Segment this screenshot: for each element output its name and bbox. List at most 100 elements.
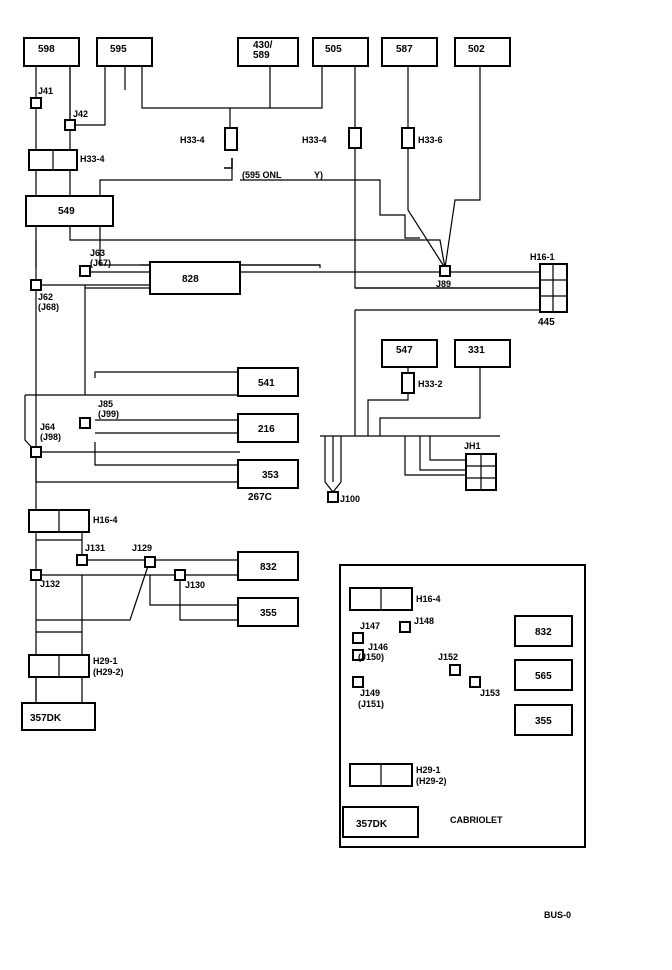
label-j85: J85 bbox=[98, 399, 113, 409]
note-595-only-end: Y) bbox=[314, 170, 323, 180]
j89-dot bbox=[439, 265, 451, 277]
label-541: 541 bbox=[258, 378, 275, 389]
notes: (595 ONL Y) CABRIOLET BUS-0 bbox=[242, 170, 571, 920]
label-505: 505 bbox=[325, 44, 342, 55]
label-267c: 267C bbox=[248, 492, 272, 503]
label-j100: J100 bbox=[340, 494, 360, 504]
label-357dk: 357DK bbox=[30, 713, 62, 724]
connector-labels: H33-4 H33-4 H33-4 H33-6 H16-1 H33-2 H16-… bbox=[80, 135, 555, 786]
label-547: 547 bbox=[396, 345, 413, 356]
label-j68: (J68) bbox=[38, 302, 59, 312]
note-595-only: (595 ONL bbox=[242, 170, 282, 180]
module-502-box bbox=[454, 37, 511, 67]
module-541-box bbox=[237, 367, 299, 397]
j42-dot bbox=[64, 119, 76, 131]
label-j152: J152 bbox=[438, 652, 458, 662]
label-cab-565: 565 bbox=[535, 671, 552, 682]
label-h16-4: H16-4 bbox=[93, 515, 118, 525]
label-j98: (J98) bbox=[40, 432, 61, 442]
label-h33-4-left: H33-4 bbox=[80, 154, 105, 164]
j100-dot bbox=[327, 491, 339, 503]
label-jh1: JH1 bbox=[464, 441, 481, 451]
cabriolet-frame bbox=[339, 564, 586, 848]
cab-832-box bbox=[514, 615, 573, 647]
label-598: 598 bbox=[38, 44, 55, 55]
module-505-box bbox=[312, 37, 369, 67]
label-h33-6: H33-6 bbox=[418, 135, 443, 145]
label-cab-h29-2: (H29-2) bbox=[416, 776, 447, 786]
junction-labels: J41 J42 J63 (J67) J62 (J68) J89 J85 (J99… bbox=[38, 86, 500, 709]
j148-dot bbox=[352, 649, 364, 661]
label-589: 589 bbox=[253, 50, 270, 61]
label-502: 502 bbox=[468, 44, 485, 55]
junction-dots bbox=[30, 97, 481, 688]
label-j130: J130 bbox=[185, 580, 205, 590]
label-355: 355 bbox=[260, 608, 277, 619]
label-h33-4-right: H33-4 bbox=[302, 135, 327, 145]
j64-dot bbox=[30, 446, 42, 458]
j130-dot bbox=[174, 569, 186, 581]
label-j42: J42 bbox=[73, 109, 88, 119]
module-828-box bbox=[149, 261, 241, 295]
j149-dot bbox=[352, 676, 364, 688]
label-445: 445 bbox=[538, 317, 555, 328]
cab-357dk-box bbox=[342, 806, 419, 838]
j41-dot bbox=[30, 97, 42, 109]
module-547-box bbox=[381, 339, 438, 368]
label-cab-832: 832 bbox=[535, 627, 552, 638]
j152-dot bbox=[449, 664, 461, 676]
j63-dot bbox=[79, 265, 91, 277]
module-595-box bbox=[96, 37, 153, 67]
module-331-box bbox=[454, 339, 511, 368]
module-216-box bbox=[237, 413, 299, 443]
label-h16-1: H16-1 bbox=[530, 252, 555, 262]
label-h29-2: (H29-2) bbox=[93, 667, 124, 677]
label-832: 832 bbox=[260, 562, 277, 573]
label-h33-2: H33-2 bbox=[418, 379, 443, 389]
label-j150: (J150) bbox=[358, 652, 384, 662]
module-355-box bbox=[237, 597, 299, 627]
label-cab-h16-4: H16-4 bbox=[416, 594, 441, 604]
j129-dot bbox=[144, 556, 156, 568]
label-353: 353 bbox=[262, 470, 279, 481]
label-587: 587 bbox=[396, 44, 413, 55]
cab-565-box bbox=[514, 659, 573, 691]
label-h29-1: H29-1 bbox=[93, 656, 118, 666]
label-549: 549 bbox=[58, 206, 75, 217]
j85-dot bbox=[79, 417, 91, 429]
label-j131: J131 bbox=[85, 543, 105, 553]
j62-dot bbox=[30, 279, 42, 291]
j147-dot bbox=[352, 632, 364, 644]
wires bbox=[24, 66, 540, 808]
label-595: 595 bbox=[110, 44, 127, 55]
label-cab-355: 355 bbox=[535, 716, 552, 727]
module-boxes bbox=[21, 37, 586, 848]
label-j63: J63 bbox=[90, 248, 105, 258]
cab-355-box bbox=[514, 704, 573, 736]
label-j153: J153 bbox=[480, 688, 500, 698]
label-331: 331 bbox=[468, 345, 485, 356]
label-h33-4-mid: H33-4 bbox=[180, 135, 205, 145]
module-832-box bbox=[237, 551, 299, 581]
j131-dot bbox=[76, 554, 88, 566]
label-cab-357dk: 357DK bbox=[356, 819, 388, 830]
label-j89: J89 bbox=[436, 279, 451, 289]
label-j146: J146 bbox=[368, 642, 388, 652]
label-j64: J64 bbox=[40, 422, 55, 432]
label-j129: J129 bbox=[132, 543, 152, 553]
module-587-box bbox=[381, 37, 438, 67]
module-549-box bbox=[25, 195, 114, 227]
label-j99: (J99) bbox=[98, 409, 119, 419]
label-828: 828 bbox=[182, 274, 199, 285]
label-j147: J147 bbox=[360, 621, 380, 631]
label-216: 216 bbox=[258, 424, 275, 435]
label-j62: J62 bbox=[38, 292, 53, 302]
label-j149: J149 bbox=[360, 688, 380, 698]
module-353-box bbox=[237, 459, 299, 489]
label-cab-h29-1: H29-1 bbox=[416, 765, 441, 775]
module-430-box bbox=[237, 37, 299, 67]
module-357dk-box bbox=[21, 702, 96, 731]
page-id: BUS-0 bbox=[544, 910, 571, 920]
module-598-box bbox=[23, 37, 80, 67]
